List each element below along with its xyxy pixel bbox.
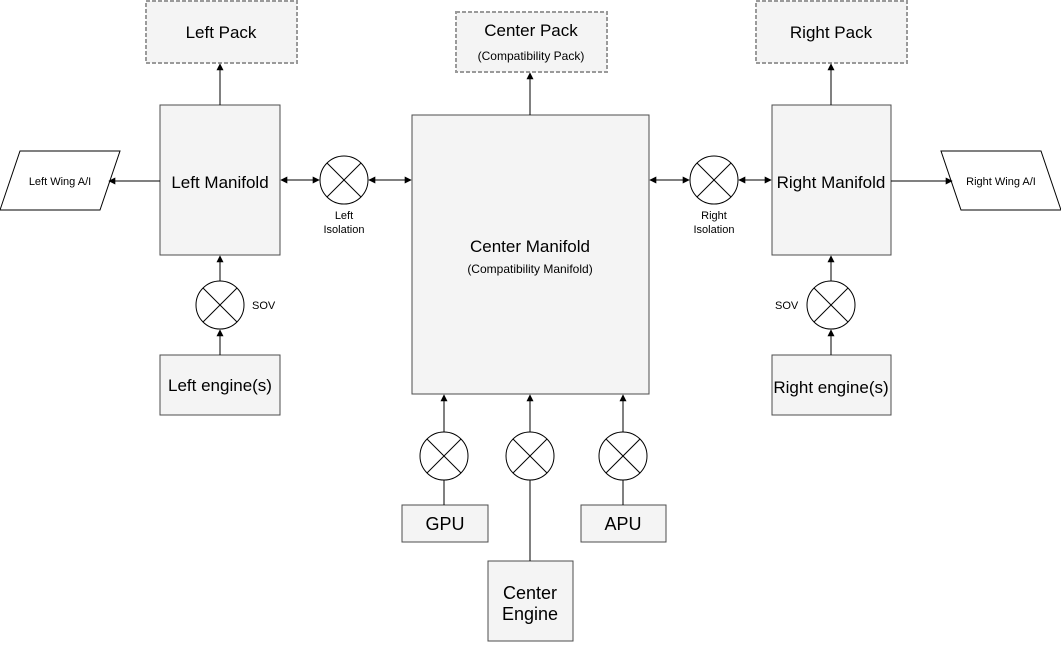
- center-pack-label: Center Pack: [484, 21, 578, 40]
- left-isolation-valve: [319, 155, 369, 205]
- right-wing-ai: Right Wing A/I: [940, 150, 1061, 211]
- left-isolation-label-1: Left: [335, 210, 353, 222]
- right-isolation-label-1: Right: [701, 210, 727, 222]
- gpu: GPU: [401, 504, 489, 543]
- left-engine: Left engine(s): [159, 354, 281, 416]
- left-pack: Left Pack: [145, 0, 298, 64]
- left-sov-valve: [195, 280, 245, 330]
- right-isolation-valve: [689, 155, 739, 205]
- left-sov-label: SOV: [252, 300, 276, 312]
- center-engine-valve: [505, 431, 555, 481]
- right-wing-ai-label: Right Wing A/I: [966, 176, 1036, 188]
- center-engine: Center Engine: [487, 560, 574, 642]
- left-pack-label: Left Pack: [186, 23, 257, 42]
- left-wing-ai-label: Left Wing A/I: [29, 176, 91, 188]
- connectors: [108, 63, 953, 561]
- right-manifold-label: Right Manifold: [777, 173, 886, 192]
- center-manifold: Center Manifold (Compatibility Manifold): [411, 114, 650, 395]
- center-pack-sublabel: (Compatibility Pack): [478, 49, 585, 63]
- left-manifold-label: Left Manifold: [171, 173, 268, 192]
- center-manifold-label: Center Manifold: [470, 237, 590, 256]
- left-wing-ai: Left Wing A/I: [0, 150, 121, 211]
- right-engine: Right engine(s): [771, 354, 892, 416]
- left-manifold: Left Manifold: [159, 104, 281, 256]
- left-engine-label: Left engine(s): [168, 376, 272, 395]
- center-engine-label-2: Engine: [502, 604, 558, 624]
- center-pack: Center Pack (Compatibility Pack): [455, 11, 608, 73]
- right-manifold: Right Manifold: [771, 104, 892, 256]
- right-engine-label: Right engine(s): [773, 378, 888, 397]
- gpu-valve: [419, 431, 469, 481]
- left-isolation-label-2: Isolation: [324, 224, 365, 236]
- center-engine-label-1: Center: [503, 583, 557, 603]
- right-pack: Right Pack: [755, 0, 908, 64]
- apu: APU: [580, 504, 667, 543]
- right-sov-valve: [806, 280, 856, 330]
- right-sov-label: SOV: [775, 300, 799, 312]
- gpu-label: GPU: [425, 514, 464, 534]
- right-pack-label: Right Pack: [790, 23, 873, 42]
- center-manifold-sublabel: (Compatibility Manifold): [467, 262, 592, 276]
- apu-label: APU: [604, 514, 641, 534]
- right-isolation-label-2: Isolation: [694, 224, 735, 236]
- apu-valve: [598, 431, 648, 481]
